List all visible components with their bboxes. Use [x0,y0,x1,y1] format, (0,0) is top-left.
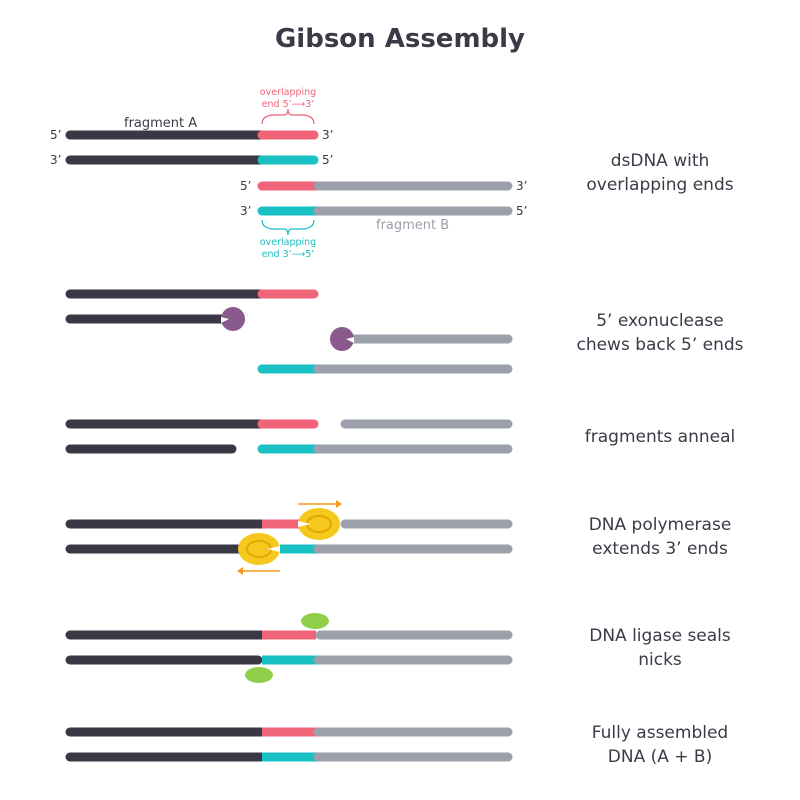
step-label-line: DNA (A + B) [607,747,713,767]
exonuclease-icon [330,327,354,351]
step-label-line: DNA polymerase [588,515,732,535]
overlap-top-brace [261,108,315,125]
step-1-label: dsDNA with overlapping ends [560,149,760,197]
overlap-bottom-brace [261,219,315,236]
step-label-line: nicks [638,650,682,670]
overlap-bottom-label: end 3’⟶5’ [262,249,315,260]
step-6-strands [65,727,513,762]
fragment-a-label: fragment A [124,116,197,131]
step-4-strands [65,500,513,575]
step-label-line: extends 3’ ends [592,539,728,559]
end-label: 5’ [240,179,251,193]
overlap-bottom-label: overlapping [260,237,316,248]
step-1-strands: 5’ 3’ 3’ 5’ 5’ 3’ 3’ 5’ fragment A fragm… [50,87,527,260]
step-5-strands [65,613,513,683]
step-label-line: overlapping ends [586,175,734,195]
overlap-top-label: overlapping [260,87,316,98]
overlap-top-label: end 5’⟶3’ [262,99,315,110]
step-5-label: DNA ligase seals nicks [560,624,760,672]
end-label: 5’ [50,128,61,142]
step-label-line: 5’ exonuclease [596,311,724,331]
end-label: 3’ [50,153,61,167]
step-label-line: chews back 5’ ends [576,335,744,355]
step-3-label: fragments anneal [560,425,760,449]
ligase-icon [245,667,273,683]
page-title: Gibson Assembly [274,24,526,54]
step-3-strands [65,419,513,454]
end-label: 5’ [322,153,333,167]
step-4-label: DNA polymerase extends 3’ ends [560,513,760,561]
step-label-line: Fully assembled [591,723,729,743]
exonuclease-icon [221,307,245,331]
fragment-b-label: fragment B [376,218,449,233]
step-label-line: DNA ligase seals [589,626,731,646]
step-label-line: dsDNA with [610,151,710,171]
end-label: 3’ [240,204,251,218]
step-2-strands [65,289,513,374]
end-label: 3’ [322,128,333,142]
arrow-right-icon [298,500,342,508]
ligase-icon [301,613,329,629]
end-label: 3’ [516,179,527,193]
polymerase-icon [238,533,280,565]
end-label: 5’ [516,204,527,218]
arrow-left-icon [237,567,280,575]
step-2-label: 5’ exonuclease chews back 5’ ends [560,309,760,357]
polymerase-icon [298,508,340,540]
step-label-line: fragments anneal [584,427,736,447]
step-6-label: Fully assembled DNA (A + B) [560,721,760,769]
